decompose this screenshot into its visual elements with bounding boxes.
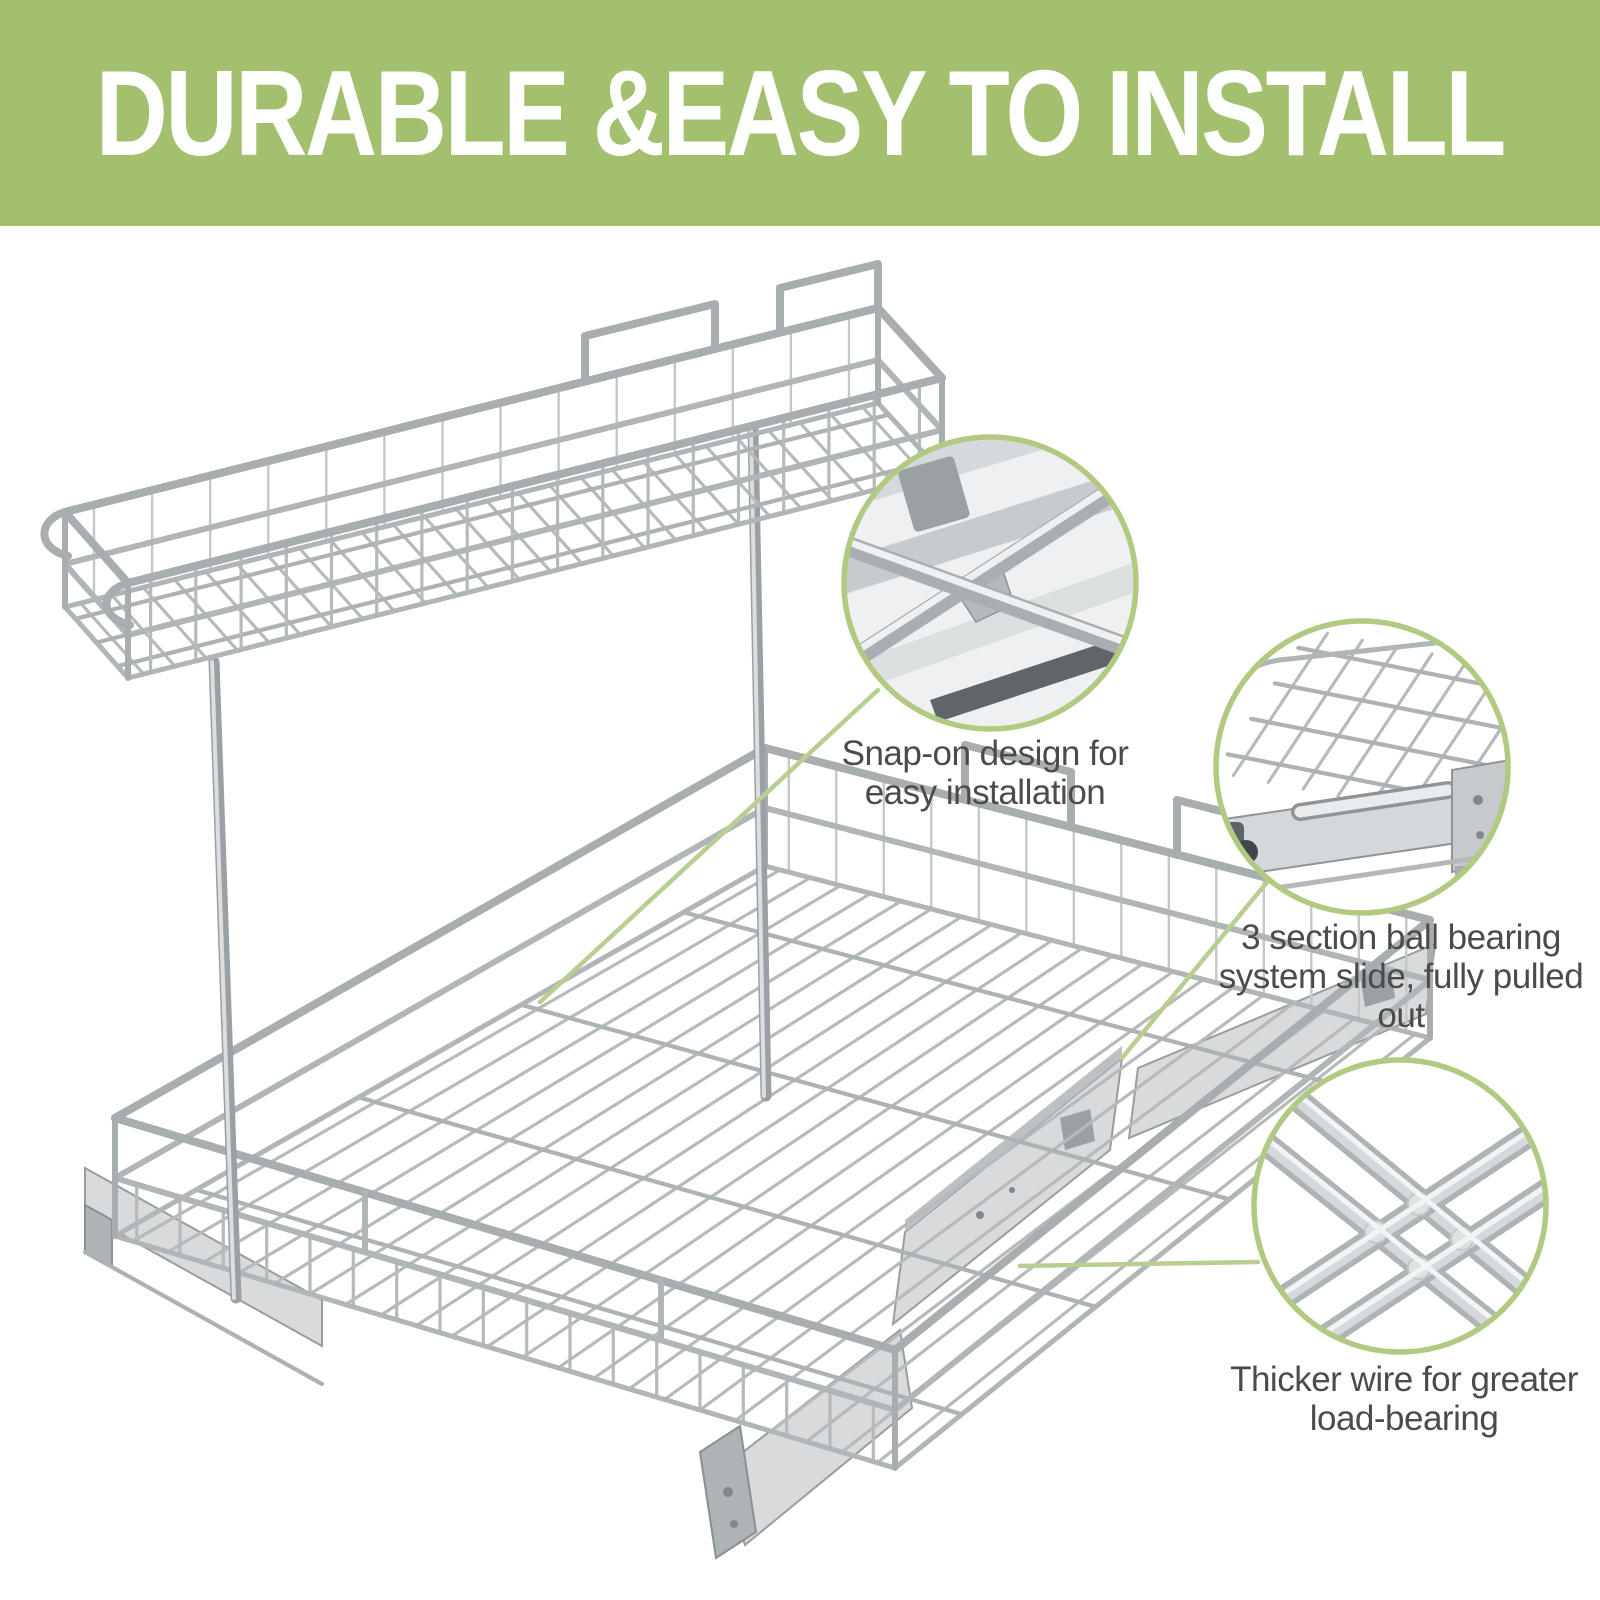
upper-basket-left-hook <box>102 579 134 629</box>
grid-wire <box>202 883 843 1265</box>
callout-label-snap-on: Snap-on design for easy installation <box>770 734 1200 812</box>
magnifier-ring <box>1213 618 1511 916</box>
grid-wire <box>379 922 994 1317</box>
leader-line-snap-on <box>537 687 881 1005</box>
grid-wire <box>272 899 903 1286</box>
thick-wire-closeup <box>1254 1078 1546 1352</box>
callout-text-line: load-bearing <box>1309 1399 1499 1438</box>
grid-wire <box>1336 652 1434 798</box>
grid-wire <box>1301 645 1399 791</box>
grid-wire <box>343 915 964 1307</box>
callout-label-ball-bearing: 3 section ball bearing system slide, ful… <box>1205 918 1597 1035</box>
callout-label-thicker-wire: Thicker wire for greater load-bearing <box>1212 1360 1596 1438</box>
grid-wire <box>73 412 891 621</box>
upper-basket-left-hook <box>40 508 72 560</box>
grid-wire <box>356 1095 1098 1309</box>
grid-wire <box>485 946 1085 1349</box>
upper-basket <box>40 260 946 681</box>
callout-text-line: easy installation <box>864 773 1106 812</box>
upper-basket-handle <box>776 260 882 336</box>
callout-text-line: Snap-on design for <box>841 734 1129 773</box>
leader-line-ball-bearing <box>1119 878 1271 1061</box>
magnifier-ring <box>841 434 1139 732</box>
grid-wire <box>733 1001 1296 1423</box>
callout-circle-ball-bearing <box>1213 618 1511 916</box>
grid-wire <box>1371 659 1469 805</box>
grid-wire <box>414 930 1024 1328</box>
lower-basket-grid <box>131 754 1417 1465</box>
snap-on-closeup <box>844 437 1136 729</box>
upper-basket-handle <box>581 300 719 385</box>
grid-wire <box>662 985 1236 1402</box>
lower-basket-handle <box>961 741 1075 831</box>
grid-wire <box>556 962 1145 1370</box>
grid-wire <box>521 954 1115 1359</box>
grid-wire <box>1266 638 1364 784</box>
grid-wire <box>1272 681 1508 734</box>
header-banner: DURABLE &EASY TO INSTALL <box>0 0 1600 226</box>
upper-basket-corner-posts <box>62 305 945 681</box>
callout-circle-snap-on <box>841 434 1139 732</box>
magnifier-ring <box>1251 1057 1549 1355</box>
leader-line-thicker-wire <box>1017 1259 1261 1269</box>
grid-wire <box>627 977 1205 1391</box>
support-poles <box>208 424 772 1304</box>
grid-wire <box>131 868 782 1243</box>
upper-basket-grid <box>73 315 934 676</box>
grid-wire <box>166 876 812 1254</box>
callout-text-line: system slide, fully pulled out <box>1218 957 1584 1035</box>
callout-text-line: Thicker wire for greater <box>1230 1360 1578 1399</box>
grid-wire <box>194 1187 965 1417</box>
grid-wire <box>115 459 934 669</box>
grid-wire <box>450 938 1054 1338</box>
callout-circle-thicker-wire <box>1251 1057 1549 1355</box>
callout-text-line: 3 section ball bearing <box>1241 918 1561 957</box>
lower-basket-front-dip <box>362 1189 664 1343</box>
lower-basket <box>111 741 1434 1471</box>
grid-wire <box>519 1002 1232 1202</box>
grid-wire <box>1249 716 1498 769</box>
page-title: DURABLE &EASY TO INSTALL <box>95 45 1507 181</box>
grid-wire <box>591 969 1175 1381</box>
grid-wire <box>698 993 1266 1412</box>
drawer-slide-rail <box>82 942 1437 1560</box>
grid-wire <box>308 907 933 1296</box>
product-illustration <box>40 260 1437 1560</box>
